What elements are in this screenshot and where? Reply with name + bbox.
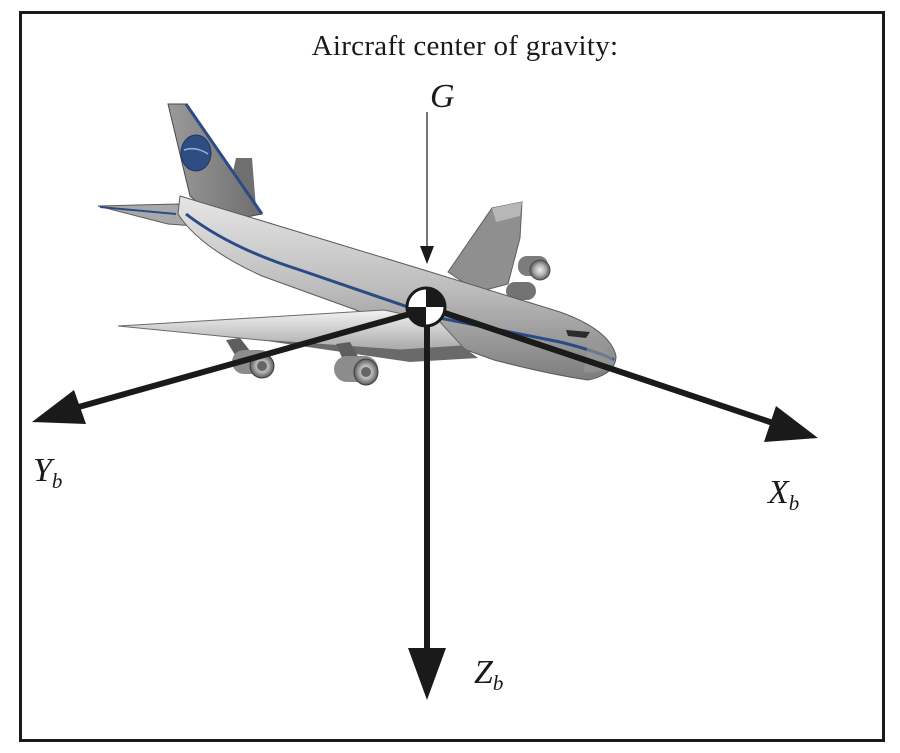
- cg-letter: G: [430, 78, 455, 115]
- yb-axis-label: Yb: [33, 452, 62, 494]
- cockpit-windows: [566, 330, 590, 338]
- far-engine-outer: [518, 256, 551, 281]
- xb-subscript: b: [788, 491, 800, 515]
- near-engine-inner: [334, 342, 379, 386]
- zb-letter: Z: [474, 654, 493, 691]
- diagram-frame: [19, 11, 885, 742]
- cg-symbol: [405, 286, 447, 328]
- diagram-caption: Aircraft center of gravity:: [311, 30, 619, 62]
- body-axes: [32, 303, 818, 700]
- far-engine-inner: [506, 282, 536, 300]
- zb-axis-label: Zb: [474, 654, 503, 696]
- xb-axis-line: [423, 303, 783, 429]
- tail-logo: [180, 134, 212, 172]
- xb-axis-arrowhead: [764, 406, 818, 442]
- yb-axis-arrowhead: [32, 390, 86, 424]
- cg-pointer-arrowhead: [420, 246, 434, 264]
- xb-letter: X: [768, 474, 789, 511]
- xb-axis-label: Xb: [768, 474, 799, 516]
- yb-axis-line: [67, 307, 425, 413]
- yb-subscript: b: [51, 469, 63, 493]
- cg-label: G: [430, 78, 455, 116]
- zb-axis-arrowhead: [408, 648, 446, 700]
- zb-subscript: b: [492, 671, 504, 695]
- yb-letter: Y: [33, 452, 52, 489]
